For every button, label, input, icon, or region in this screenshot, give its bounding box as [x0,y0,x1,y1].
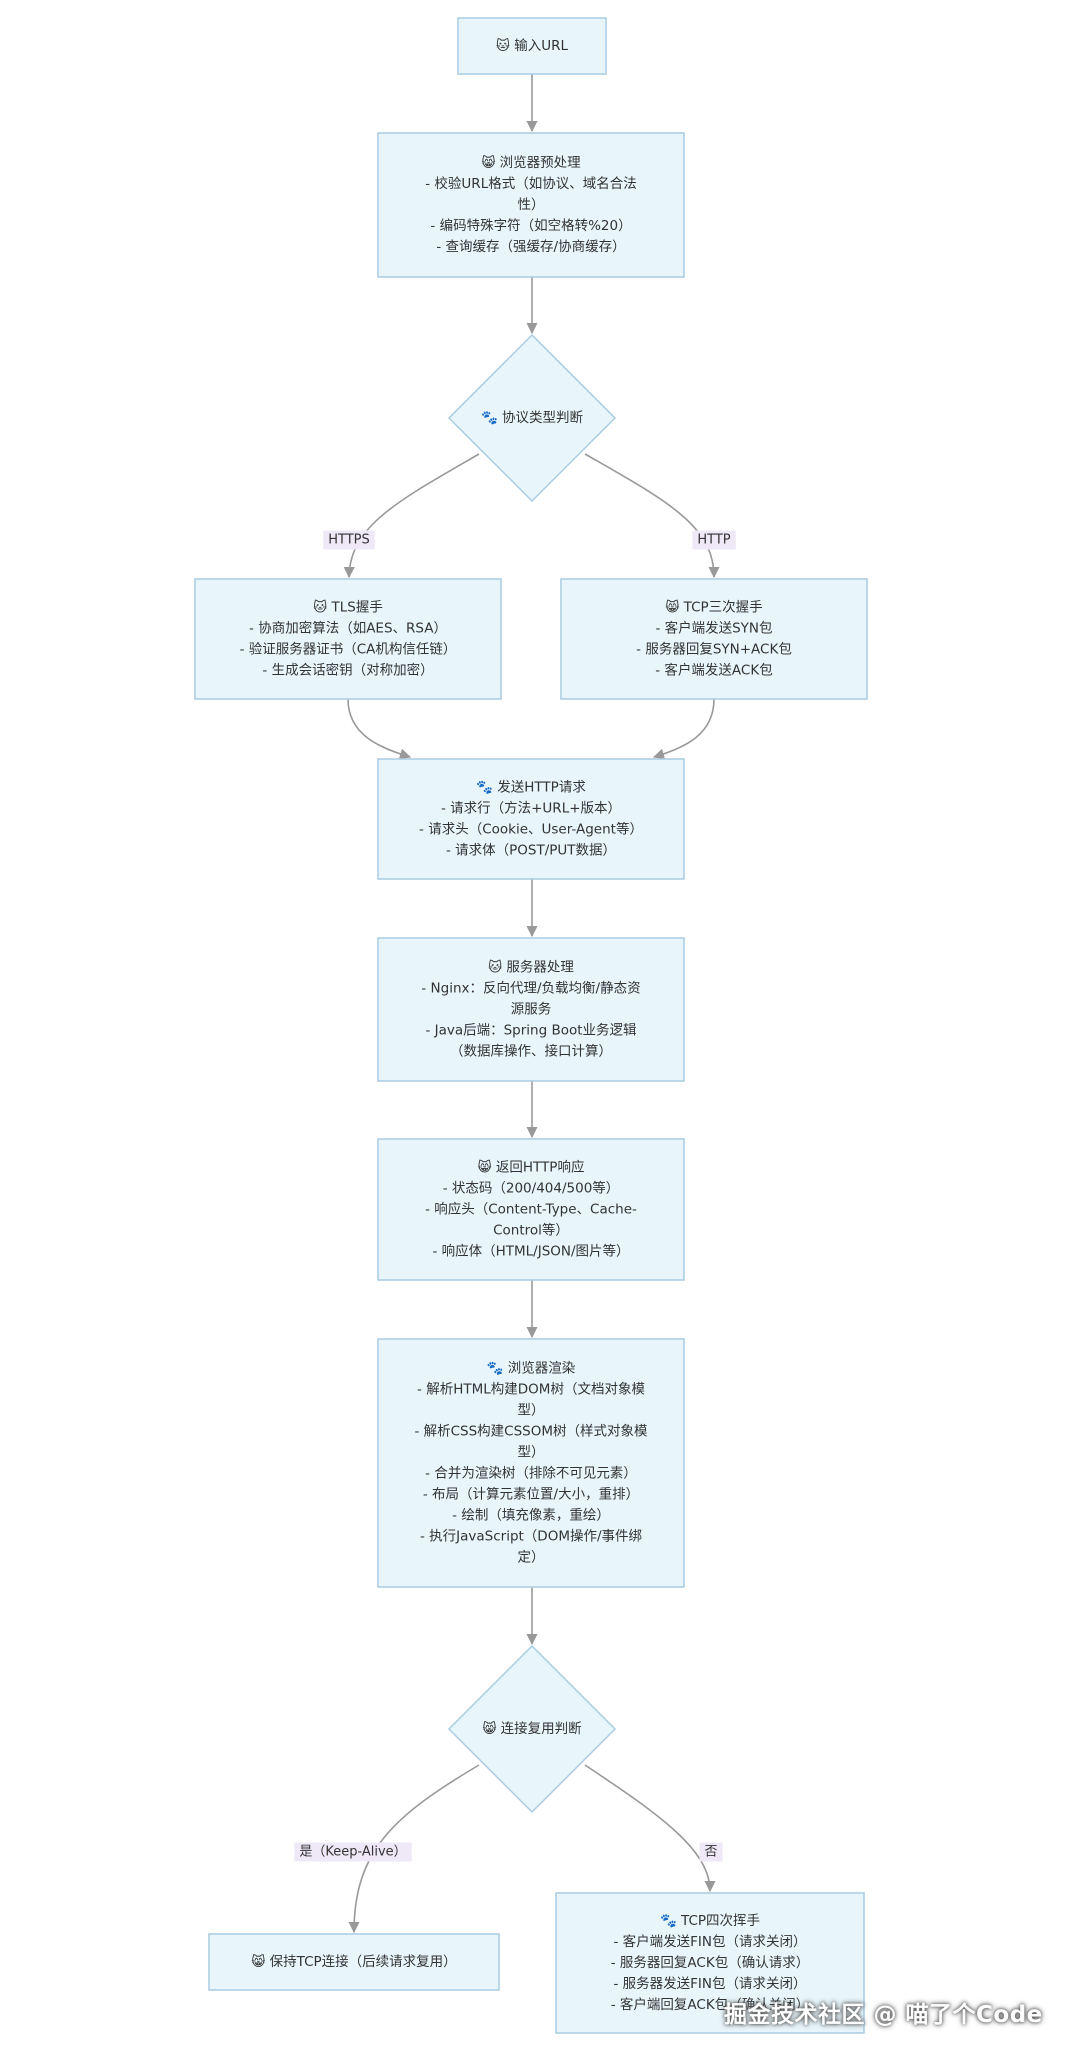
svg-text:否: 否 [704,1845,717,1860]
node-detail-line: - 客户端回复ACK包（确认关闭） [611,1996,809,2013]
node-detail-line: - 响应头（Content-Type、Cache- [425,1201,637,1218]
watermark-text: 掘金技术社区 @ 喵了个Code [724,2002,1043,2028]
process-box [457,17,607,75]
process-box [377,132,685,278]
decision-diamond [447,1644,617,1814]
node-detail-line: - 客户端发送ACK包 [655,662,772,679]
edge-protocol-decision-to-tls-handshake [343,453,480,579]
process-box [555,1892,865,2034]
edge-label-protocol-decision-to-tcp-handshake: HTTP [692,530,736,550]
edge-label-protocol-decision-to-tls-handshake: HTTPS [323,530,375,550]
node-http-response: 😸 返回HTTP响应 - 状态码（200/404/500等） - 响应头（Conte… [377,1138,685,1281]
node-detail-line: 定） [518,1550,545,1566]
process-box [560,578,868,700]
edge-protocol-decision-to-tcp-handshake [584,453,720,579]
node-title: 😸 TCP三次握手 [665,600,762,616]
node-title: 😸 保持TCP连接（后续请求复用） [251,1953,456,1970]
node-title: 🐱 TLS握手 [313,600,383,616]
edge-reuse-decision-to-keep-alive [348,1764,480,1934]
process-box [377,1338,685,1588]
node-detail-line: - 校验URL格式（如协议、域名合法 [425,175,636,192]
node-tcp-wave: 🐾 TCP四次挥手 - 客户端发送FIN包（请求关闭） - 服务器回复ACK包（确认… [555,1892,865,2034]
node-title: 🐱 服务器处理 [488,960,574,976]
edge-tcp-handshake-to-send-request [652,698,715,760]
node-detail-line: - 客户端发送FIN包（请求关闭） [613,1933,806,1950]
node-detail-line: - 验证服务器证书（CA机构信任链） [240,642,457,658]
node-detail-line: - 解析CSS构建CSSOM树（样式对象模 [414,1424,648,1440]
process-box [208,1933,500,1991]
node-detail-line: （数据库操作、接口计算） [450,1043,612,1060]
node-detail-line: - 请求头（Cookie、User-Agent等） [419,821,643,838]
node-detail-line: - Nginx：反向代理/负载均衡/静态资 [421,981,640,997]
node-tcp-handshake: 😸 TCP三次握手 - 客户端发送SYN包 - 服务器回复SYN+ACK包 - 客户端… [560,578,868,700]
edge-label-reuse-decision-to-tcp-wave: 否 [699,1842,723,1862]
node-detail-line: - 执行JavaScript（DOM操作/事件绑 [420,1529,642,1545]
svg-text:是（Keep-Alive）: 是（Keep-Alive） [299,1845,406,1860]
process-box [377,1138,685,1281]
process-box [194,578,502,700]
node-reuse-decision: 😸 连接复用判断 [447,1644,617,1814]
node-title: 😸 连接复用判断 [482,1720,581,1737]
node-detail-line: - 请求行（方法+URL+版本） [441,801,621,817]
node-input-url: 🐱 输入URL [457,17,607,75]
svg-text:HTTPS: HTTPS [328,533,370,548]
node-detail-line: - 解析HTML构建DOM树（文档对象模 [417,1382,645,1398]
node-detail-line: - 协商加密算法（如AES、RSA） [249,620,447,637]
node-detail-line: 型） [518,1403,545,1419]
node-protocol-decision: 🐾 协议类型判断 [447,333,617,503]
node-detail-line: - 请求体（POST/PUT数据） [446,843,616,859]
decision-diamond [447,333,617,503]
node-detail-line: - 服务器发送FIN包（请求关闭） [613,1976,806,1992]
node-keep-alive: 😸 保持TCP连接（后续请求复用） [208,1933,500,1991]
node-detail-line: - 生成会话密钥（对称加密） [262,662,433,679]
node-detail-line: Control等） [493,1222,569,1239]
process-box [377,758,685,880]
edge-tls-handshake-to-send-request [347,698,412,760]
node-detail-line: - 合并为渲染树（排除不可见元素） [425,1466,637,1482]
edge-reuse-decision-to-tcp-wave [584,1764,716,1893]
node-send-request: 🐾 发送HTTP请求 - 请求行（方法+URL+版本） - 请求头（Cookie、U… [377,758,685,880]
node-title: 😸 浏览器预处理 [481,155,581,171]
node-detail-line: 源服务 [511,1002,552,1018]
process-box [377,937,685,1082]
node-title: 🐾 浏览器渲染 [487,1361,576,1377]
node-detail-line: - Java后端：Spring Boot业务逻辑 [425,1023,636,1039]
node-detail-line: - 客户端发送SYN包 [655,620,772,637]
node-title: 🐾 发送HTTP请求 [476,780,586,796]
node-detail-line: - 布局（计算元素位置/大小，重排） [423,1487,639,1503]
svg-text:HTTP: HTTP [697,533,730,548]
node-detail-line: 型） [518,1445,545,1461]
node-detail-line: 性） [518,197,545,213]
node-title: 🐾 协议类型判断 [481,410,583,426]
node-tls-handshake: 🐱 TLS握手 - 协商加密算法（如AES、RSA） - 验证服务器证书（CA机构信… [194,578,502,700]
node-detail-line: - 状态码（200/404/500等） [443,1180,620,1197]
node-title: 🐾 TCP四次挥手 [660,1913,760,1929]
node-detail-line: - 编码特殊字符（如空格转%20） [430,218,631,234]
node-title: 🐱 输入URL [496,38,569,54]
node-detail-line: - 服务器回复SYN+ACK包 [636,641,792,658]
node-detail-line: - 服务器回复ACK包（确认请求） [611,1954,809,1971]
node-detail-line: - 查询缓存（强缓存/协商缓存） [436,239,625,255]
node-detail-line: - 绘制（填充像素，重绘） [452,1508,610,1524]
node-detail-line: - 响应体（HTML/JSON/图片等） [432,1243,629,1260]
edge-label-reuse-decision-to-keep-alive: 是（Keep-Alive） [294,1842,412,1862]
node-title: 😸 返回HTTP响应 [478,1159,585,1176]
